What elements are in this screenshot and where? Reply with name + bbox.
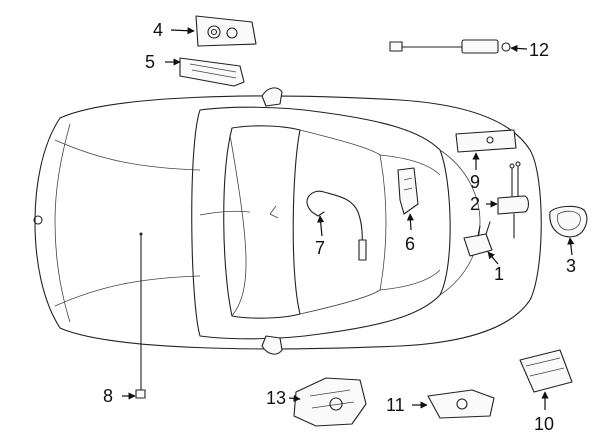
car-top-view xyxy=(33,87,542,355)
callout-10: 10 xyxy=(534,414,554,434)
part-4-receiver xyxy=(195,15,257,47)
callout-6: 6 xyxy=(405,234,415,254)
callout-2: 2 xyxy=(470,194,480,214)
part-11-actuator xyxy=(427,389,495,419)
part-13-latch xyxy=(293,377,367,427)
part-5-sensor-bar xyxy=(179,57,245,87)
part-9-module xyxy=(455,129,517,153)
callout-11: 11 xyxy=(386,395,405,415)
callout-labels: 4 5 12 9 2 3 1 6 7 8 10 11 13 xyxy=(103,20,576,434)
callout-3: 3 xyxy=(566,256,576,276)
leader-lines xyxy=(122,27,575,410)
callout-7: 7 xyxy=(315,238,325,258)
callout-4: 4 xyxy=(153,20,163,40)
part-6-bracket xyxy=(397,167,419,215)
callout-5: 5 xyxy=(145,52,155,72)
callout-12: 12 xyxy=(529,40,549,60)
part-10-control-module xyxy=(519,349,573,393)
part-3-pad xyxy=(549,205,588,238)
part-8-mast xyxy=(135,232,146,399)
callout-8: 8 xyxy=(103,386,113,406)
callout-13: 13 xyxy=(266,388,286,408)
part-12-antenna-lead xyxy=(389,39,511,54)
part-2-sensor xyxy=(497,161,530,239)
part-1-sensor xyxy=(463,221,493,257)
callout-9: 9 xyxy=(470,172,480,192)
callout-1: 1 xyxy=(494,264,504,284)
